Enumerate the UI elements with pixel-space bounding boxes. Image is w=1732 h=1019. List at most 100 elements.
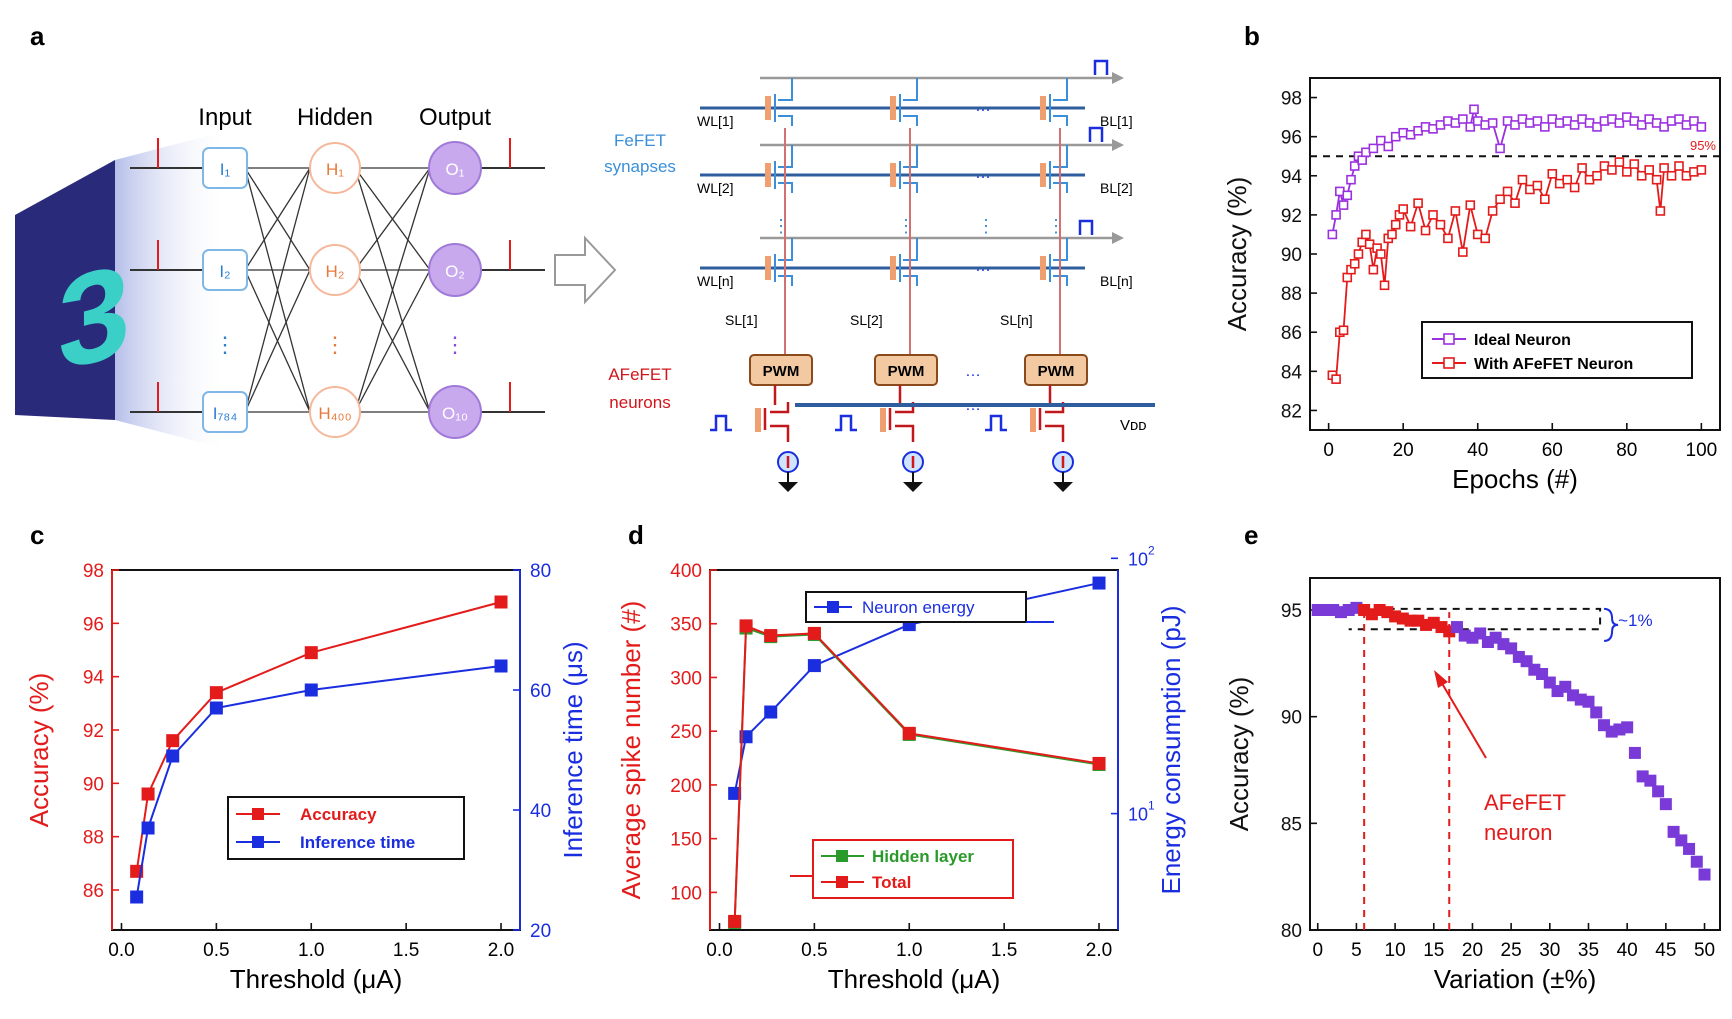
x-tick-label: 10 [1385, 940, 1406, 961]
data-point [1480, 233, 1490, 244]
bit-line-end [1112, 72, 1124, 84]
y-tick-label: 250 [670, 722, 702, 743]
panel-label-e: e [1244, 520, 1258, 550]
legend-label: Total [872, 873, 911, 892]
y-tick-label: 95 [1281, 601, 1302, 622]
x-tick-label: 0.0 [706, 940, 732, 961]
y-tick-label: 80 [530, 561, 551, 582]
x-tick-label: 5 [1351, 940, 1362, 961]
x-tick-label: 0.0 [108, 940, 134, 961]
legend-label: Hidden layer [872, 847, 974, 866]
legend-box [1421, 321, 1693, 379]
data-point [1398, 204, 1408, 214]
pwm-label: PWM [1038, 363, 1075, 380]
series-line [135, 665, 502, 898]
ellipsis: … [975, 98, 991, 115]
data-point [1562, 174, 1572, 185]
y-tick-label: 92 [1281, 206, 1302, 227]
x-tick-label: 30 [1539, 940, 1560, 961]
wl-label: WL[2] [697, 180, 734, 196]
data-point [1435, 219, 1446, 230]
bracket-label: ~1% [1618, 611, 1653, 630]
y-tick-label: 300 [670, 668, 702, 689]
data-point [1655, 206, 1666, 216]
data-point [1636, 120, 1647, 130]
output-node [428, 141, 482, 195]
legend-marker [1443, 333, 1455, 345]
hidden-node [309, 244, 361, 296]
projection-beam [115, 130, 230, 450]
hidden-node-label: H₄₀₀ [318, 404, 351, 423]
data-point [1450, 206, 1461, 216]
y-tick-exponent: 1 [1148, 799, 1155, 813]
afefet-neuron [1038, 385, 1065, 442]
ferro-gate [765, 163, 771, 187]
data-point [1383, 141, 1394, 152]
data-point [1502, 186, 1513, 197]
x-tick-label: 40 [1617, 940, 1638, 961]
data-point [1458, 114, 1468, 124]
crossbar-circuit: WL[1]BL[1]…WL[2]BL[2]…WL[n]BL[n]…⋮⋮⋮⋮SL[… [697, 59, 1155, 492]
data-point [1569, 182, 1580, 193]
neuron-label-line1: AFeFET [608, 365, 671, 384]
panel-a-network-diagram: 3 Input Hidden Output I₁I₂I₇₈₄H₁H₂H₄₀₀O₁… [15, 59, 1155, 492]
data-point [1636, 170, 1647, 181]
bit-line-end [1112, 139, 1124, 151]
data-point [1540, 194, 1550, 205]
data-point [1327, 229, 1338, 240]
synapse-label-line2: synapses [604, 157, 676, 176]
data-point [1629, 159, 1640, 169]
data-point [1577, 163, 1587, 173]
input-node [202, 391, 248, 433]
layer-ellipsis: ⋮ [324, 332, 346, 357]
y-axis-label: Accuracy (%) [1224, 677, 1254, 832]
synapse-connection [244, 167, 311, 271]
annotation-line2: neuron [1484, 820, 1553, 845]
y-tick-label: 84 [1281, 362, 1303, 383]
y-tick-label: 90 [1281, 708, 1302, 729]
vertical-ellipsis: ⋮ [772, 216, 790, 236]
x-tick-label: 100 [1686, 440, 1718, 461]
data-point [1510, 120, 1520, 130]
y-tick-label: 20 [530, 921, 551, 942]
x-tick-label: 1.5 [991, 940, 1017, 961]
legend-label: Neuron energy [862, 598, 975, 617]
legend-marker [827, 601, 839, 613]
bit-line-end [1112, 232, 1124, 244]
data-point [1517, 174, 1528, 185]
data-point [1342, 272, 1353, 283]
pwm-block [749, 354, 813, 386]
annotation-line1: AFeFET [1484, 790, 1566, 815]
input-node [202, 249, 248, 291]
data-point [1651, 174, 1662, 185]
y-tick-label: 86 [1281, 323, 1302, 344]
x-tick-label: 0 [1312, 940, 1323, 961]
y-tick-label: 82 [1281, 401, 1302, 422]
ferro-gate [1040, 96, 1046, 120]
data-point [1614, 118, 1625, 128]
hidden-node-label: H₁ [326, 160, 344, 179]
data-point [1346, 174, 1356, 185]
series-line [135, 601, 502, 872]
y-tick-exponent: 2 [1148, 543, 1155, 557]
data-point [1368, 264, 1379, 275]
data-point [1331, 210, 1341, 220]
annotation-arrowhead [1434, 670, 1448, 688]
pwm-label: PWM [888, 363, 925, 380]
ferro-gate [1030, 408, 1036, 432]
data-point [1698, 868, 1711, 881]
y-tick-label: 85 [1281, 814, 1302, 835]
data-point [1428, 210, 1438, 220]
data-point [1628, 746, 1641, 759]
data-point [304, 646, 318, 660]
synapse-connection [354, 167, 431, 413]
ferro-gate [890, 96, 896, 120]
data-point [764, 629, 778, 643]
data-point [1361, 229, 1371, 240]
fefet-synapse [899, 78, 918, 126]
data-point [1674, 114, 1684, 124]
